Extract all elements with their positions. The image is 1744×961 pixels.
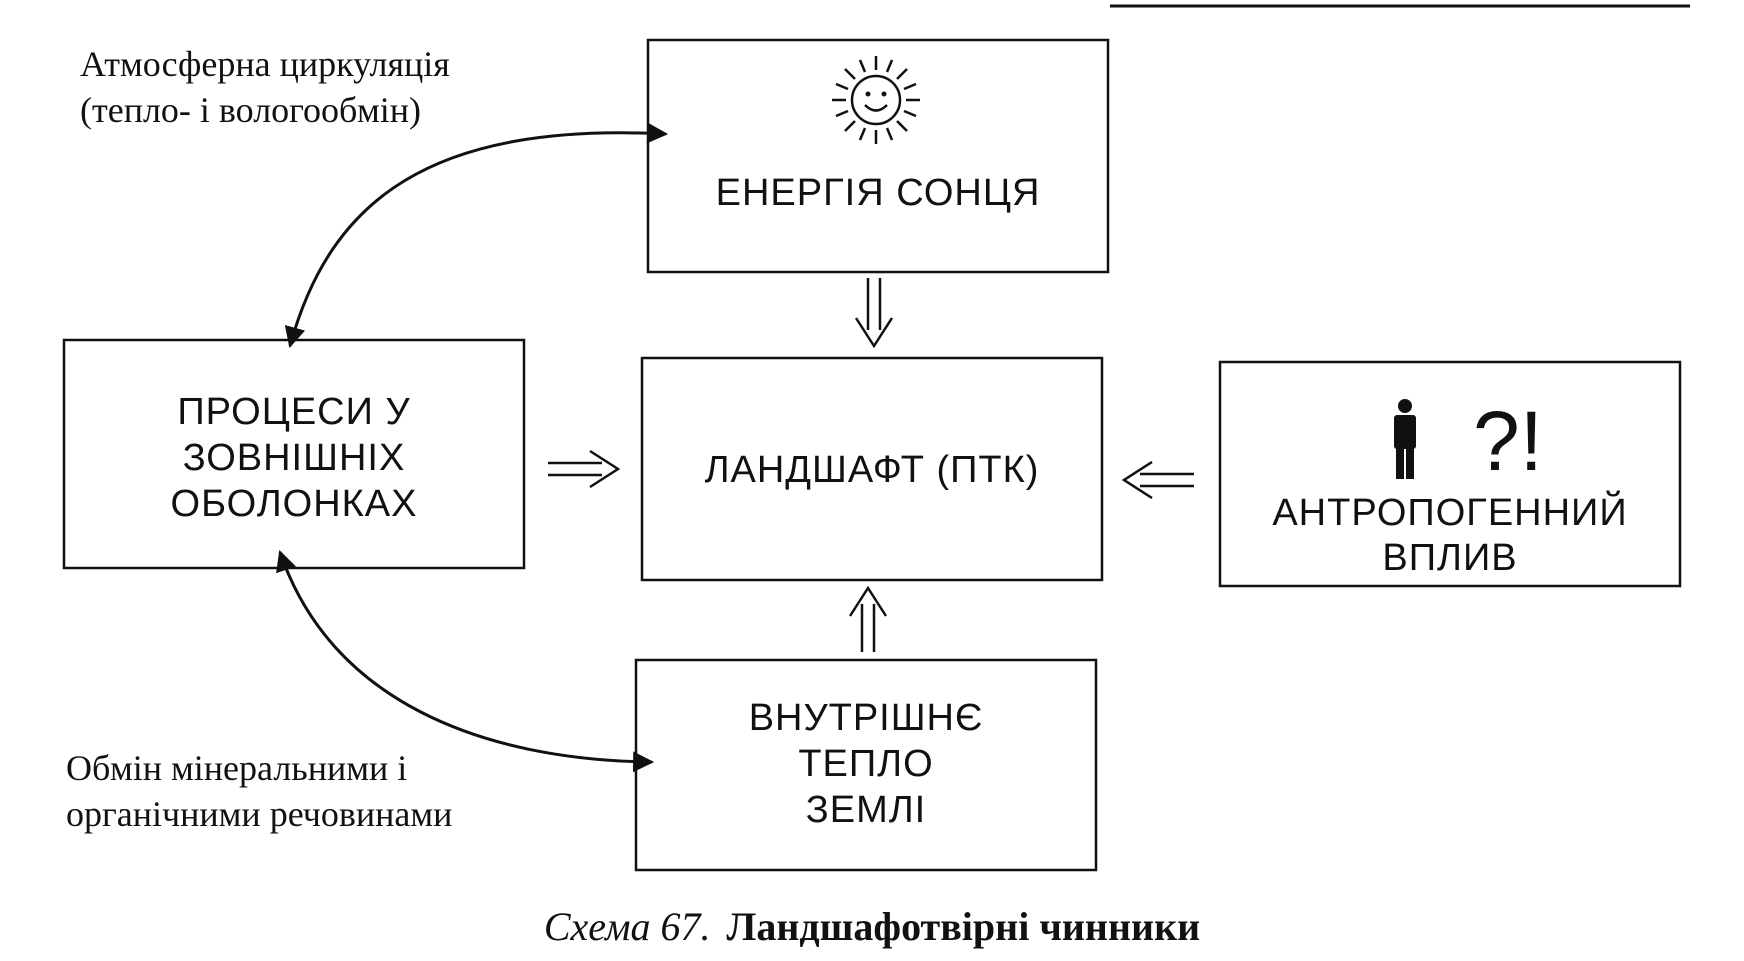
curved-arrow-exchange bbox=[276, 550, 655, 773]
caption-prefix: Схема 67. bbox=[544, 904, 711, 949]
caption-title: Ландшафотвірні чинники bbox=[727, 904, 1201, 949]
person-icon bbox=[1394, 399, 1416, 479]
inner-heat-box-line-3: ЗЕМЛІ bbox=[806, 789, 926, 831]
inner-heat-box-line-1: ВНУТРІШНЄ bbox=[749, 697, 984, 739]
inner-heat-box: ВНУТРІШНЄ ТЕПЛО ЗЕМЛІ bbox=[634, 658, 1098, 872]
atmosphere-note-line-2: (тепло- і вологообмін) bbox=[80, 90, 421, 130]
exchange-note-line-1: Обмін мінеральними і bbox=[66, 748, 407, 788]
double-arrow-sun-to-landscape bbox=[854, 278, 894, 349]
landscape-box: ЛАНДШАФТ (ПТК) bbox=[640, 356, 1104, 582]
landscape-box-label: ЛАНДШАФТ (ПТК) bbox=[705, 449, 1040, 491]
curved-arrow-atmosphere bbox=[284, 122, 669, 349]
processes-box-line-1: ПРОЦЕСИ У bbox=[177, 391, 410, 433]
sun-energy-box: ЕНЕРГІЯ СОНЦЯ bbox=[646, 38, 1110, 274]
inner-heat-box-line-2: ТЕПЛО bbox=[798, 743, 933, 785]
question-exclamation-symbols: ?! bbox=[1473, 394, 1543, 488]
processes-box-line-2: ЗОВНІШНІХ bbox=[183, 437, 406, 479]
anthropogenic-box-line-1: АНТРОПОГЕННИЙ bbox=[1272, 489, 1627, 534]
processes-box-line-3: ОБОЛОНКАХ bbox=[171, 483, 418, 525]
anthropogenic-box-line-2: ВПЛИВ bbox=[1382, 537, 1517, 579]
double-arrow-anthropogenic-to-landscape bbox=[1121, 460, 1194, 500]
sun-icon bbox=[832, 56, 920, 144]
exchange-note-line-2: органічними речовинами bbox=[66, 794, 452, 834]
processes-box: ПРОЦЕСИ У ЗОВНІШНІХ ОБОЛОНКАХ bbox=[62, 338, 526, 570]
double-arrow-processes-to-landscape bbox=[548, 449, 621, 489]
diagram-caption: Схема 67. Ландшафотвірні чинники bbox=[544, 904, 1200, 949]
double-arrow-heat-to-landscape bbox=[848, 585, 888, 652]
atmosphere-note-line-1: Атмосферна циркуляція bbox=[80, 44, 450, 84]
sun-box-label: ЕНЕРГІЯ СОНЦЯ bbox=[716, 172, 1041, 214]
anthropogenic-box: ?! АНТРОПОГЕННИЙ ВПЛИВ bbox=[1218, 360, 1682, 588]
